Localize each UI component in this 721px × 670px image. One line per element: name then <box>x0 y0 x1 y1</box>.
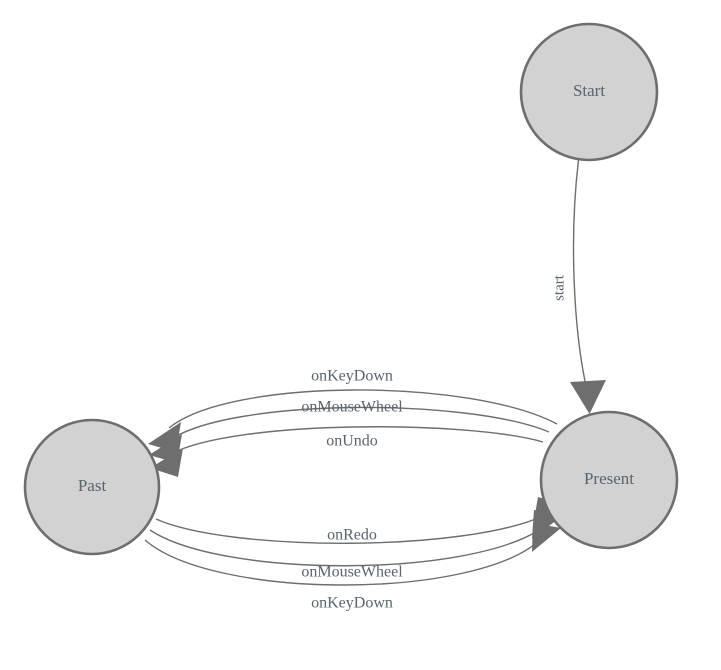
node-past-circle <box>23 418 161 556</box>
edge-past-to-present-onredo[interactable]: onRedo <box>155 497 565 544</box>
edge-present-to-past-onkeydown-path <box>168 389 558 429</box>
edge-present-to-past-onundo[interactable]: onUndo <box>150 426 544 477</box>
edge-present-to-past-onundo-arrowhead <box>150 448 183 477</box>
edge-label-present-to-past-onundo: onUndo <box>326 433 378 450</box>
edge-past-to-present-onkeydown-path <box>144 539 541 586</box>
node-start-circle <box>519 22 659 162</box>
edge-label-past-to-present-onkeydown: onKeyDown <box>311 595 393 612</box>
node-present[interactable]: Present <box>539 410 679 550</box>
node-present-label: Present <box>584 469 634 488</box>
edge-label-past-to-present-onmousewheel: onMouseWheel <box>301 564 403 581</box>
node-past-label: Past <box>78 476 107 495</box>
edge-past-to-present-onkeydown-arrowhead <box>532 523 561 552</box>
edge-label-present-to-past-onmousewheel: onMouseWheel <box>301 399 403 416</box>
node-present-circle <box>539 410 679 550</box>
edge-present-to-past-onundo-path <box>170 426 544 455</box>
edge-start-to-present-path <box>572 159 587 387</box>
node-start[interactable]: Start <box>519 22 659 162</box>
node-start-label: Start <box>573 81 605 100</box>
edge-present-to-past-onmousewheel-path <box>169 406 550 441</box>
node-past[interactable]: Past <box>23 418 161 556</box>
edge-past-to-present-onkeydown[interactable]: onKeyDown <box>144 523 561 612</box>
edge-start-to-present[interactable]: start <box>551 159 606 414</box>
edge-past-to-present-onredo-path <box>155 514 546 544</box>
edge-past-to-present-onmousewheel-path <box>149 527 543 567</box>
edge-start-to-present-arrowhead <box>570 380 606 414</box>
edge-label-start: start <box>551 274 567 301</box>
edge-label-past-to-present-onredo: onRedo <box>327 527 377 544</box>
edge-label-present-to-past-onkeydown: onKeyDown <box>311 368 393 385</box>
